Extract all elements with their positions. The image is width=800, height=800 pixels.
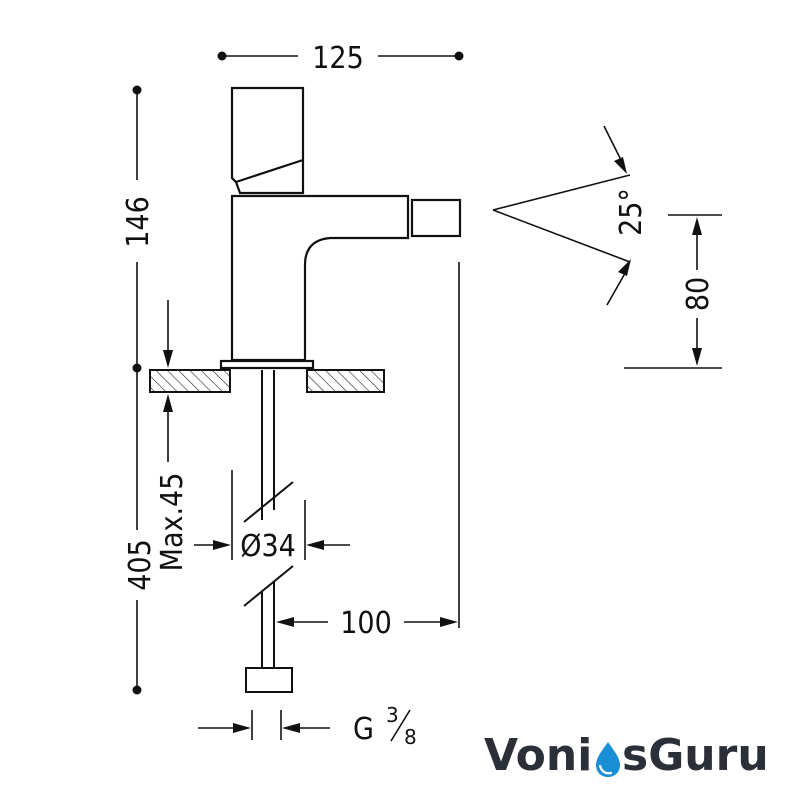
logo-text-right: sGuru — [622, 730, 769, 781]
height-top-label: 146 — [121, 196, 156, 248]
height-total-label: 405 — [123, 539, 158, 591]
faucet-handle — [230, 86, 305, 195]
outlet-height-label: 80 — [681, 277, 716, 311]
dimension-hole-diameter — [194, 470, 350, 560]
faucet-aerator — [410, 198, 462, 238]
offset-label: 100 — [340, 606, 392, 641]
dimension-height — [132, 85, 142, 695]
base-plate — [219, 359, 315, 370]
water-drop-icon — [596, 742, 620, 777]
dimension-offset — [276, 262, 460, 628]
pipe-connector — [245, 667, 293, 693]
dimension-outlet-height — [624, 214, 722, 369]
max-thickness-label: Max.45 — [155, 473, 190, 572]
voniosguru-logo: Voni sGuru — [484, 730, 769, 781]
supply-pipe — [243, 370, 294, 693]
dimension-max-thickness — [163, 300, 173, 462]
dimension-connection — [198, 710, 330, 740]
dimension-jet-angle — [492, 125, 631, 306]
connection-label: G 3 8 — [353, 703, 417, 749]
jet-angle-label: 25° — [614, 188, 649, 236]
faucet-body — [219, 86, 462, 370]
connection-frac-num: 3 — [386, 703, 399, 727]
dimension-width — [217, 51, 464, 61]
countertop — [149, 369, 385, 393]
logo-text-left: Voni — [484, 730, 592, 781]
connection-frac-den: 8 — [404, 725, 417, 749]
hole-diameter-label: Ø34 — [240, 529, 296, 564]
width-label: 125 — [312, 41, 364, 76]
connection-letter: G — [353, 712, 374, 747]
faucet-spout — [230, 194, 410, 362]
